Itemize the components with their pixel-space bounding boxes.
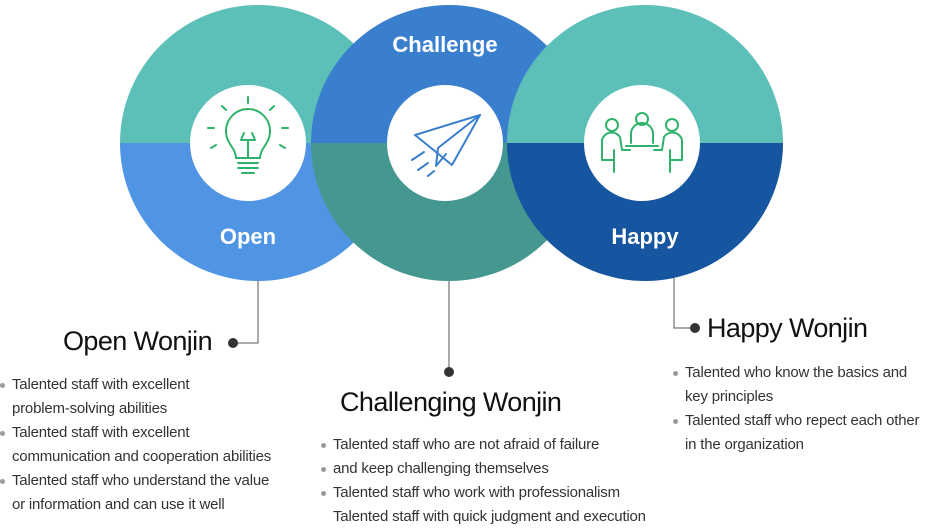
- bullet-item: Talented staff who work with professiona…: [321, 481, 701, 505]
- connector-happy: [673, 278, 700, 333]
- connector-challenge: [444, 281, 454, 377]
- connector-open: [228, 281, 259, 348]
- happy-wonjin-list: Talented who know the basics and key prin…: [673, 361, 938, 457]
- challenging-wonjin-title: Challenging Wonjin: [340, 387, 562, 417]
- bullet-item: problem-solving abilities: [12, 400, 168, 417]
- happy-wonjin-title: Happy Wonjin: [707, 313, 868, 343]
- paper-plane-icon: [411, 114, 481, 177]
- lightbulb-icon: [207, 96, 289, 174]
- bullet-item: Talented staff with quick judgment and e…: [333, 508, 646, 525]
- open-wonjin-title: Open Wonjin: [63, 326, 213, 356]
- bullet-item: Talented staff who understand the value: [0, 469, 310, 493]
- happy-circle-label: Happy: [611, 224, 679, 249]
- bullet-item: Talented staff with excellent: [0, 421, 310, 445]
- bullet-item: communication and cooperation abilities: [12, 448, 272, 465]
- bullet-item: Talented staff with excellent: [0, 373, 310, 397]
- open-circle-label: Open: [219, 224, 277, 249]
- challenge-circle-label: Challenge: [392, 32, 498, 57]
- open-wonjin-list: Talented staff with excellent problem-sol…: [0, 373, 310, 517]
- bullet-item: Talented who know the basics and: [673, 361, 938, 385]
- bullet-item: Talented staff who are not afraid of fai…: [321, 433, 701, 457]
- meeting-people-icon: [601, 112, 683, 173]
- bullet-item: or information and can use it well: [12, 496, 225, 513]
- bullet-item: in the organization: [685, 436, 804, 453]
- bullet-item: Talented staff who repect each other: [673, 409, 938, 433]
- bullet-item: and keep challenging themselves: [321, 457, 701, 481]
- bullet-item: key principles: [685, 388, 774, 405]
- challenging-wonjin-list: Talented staff who are not afraid of fai…: [321, 433, 701, 529]
